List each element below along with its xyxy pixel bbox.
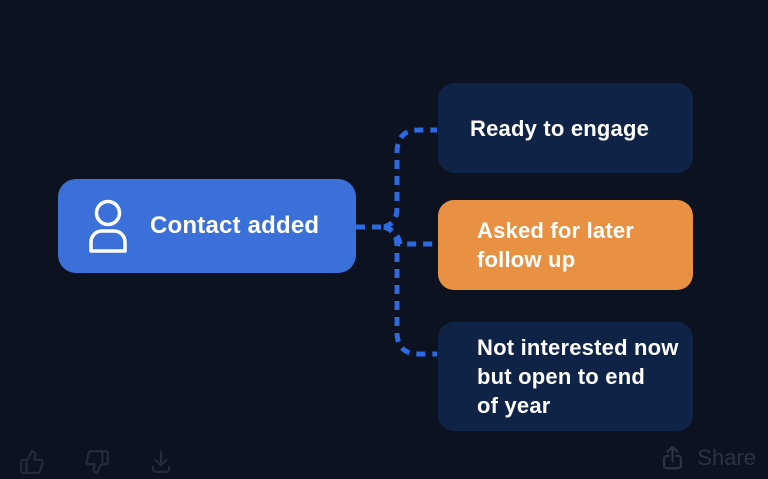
- node-not-interested-now[interactable]: Not interested now but open to end of ye…: [438, 322, 693, 431]
- person-icon: [88, 199, 128, 253]
- node-contact-added[interactable]: Contact added: [58, 179, 356, 273]
- thumbs-up-button[interactable]: [19, 449, 45, 475]
- thumbs-up-icon: [20, 450, 44, 474]
- thumbs-down-icon: [85, 450, 109, 474]
- connector-to-asked-for-later: [383, 224, 437, 247]
- node-asked-for-later-follow-up[interactable]: Asked for later follow up: [438, 200, 693, 290]
- node-ready-to-engage-label: Ready to engage: [470, 115, 650, 141]
- node-asked-for-later-follow-up-label: Asked for later follow up: [477, 218, 635, 272]
- connector-to-not-interested: [383, 224, 437, 357]
- share-button-label: Share: [697, 444, 756, 470]
- connector-to-ready-to-engage: [383, 127, 437, 230]
- thumbs-down-button[interactable]: [84, 449, 110, 475]
- node-not-interested-now-label: Not interested now but open to end of ye…: [477, 335, 679, 418]
- share-upload-icon: [663, 445, 683, 470]
- download-icon: [151, 451, 171, 473]
- node-contact-added-label: Contact added: [150, 212, 320, 239]
- share-button[interactable]: Share: [659, 444, 756, 471]
- download-button[interactable]: [148, 449, 174, 475]
- node-ready-to-engage[interactable]: Ready to engage: [438, 83, 693, 173]
